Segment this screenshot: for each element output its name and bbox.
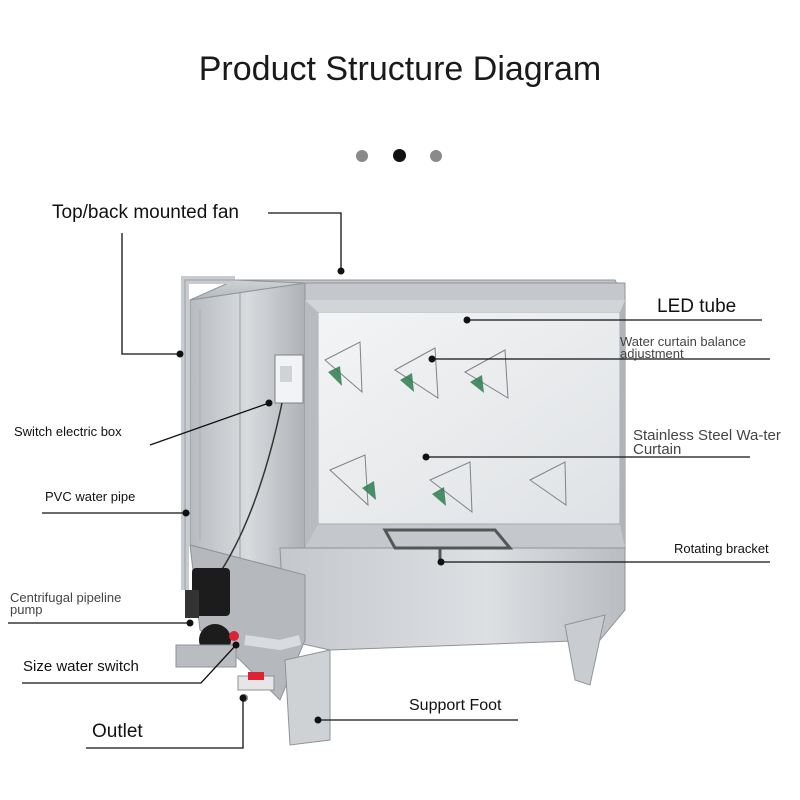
label-balance-adjustment: Water curtain balance adjustment (620, 334, 746, 361)
label-support-foot: Support Foot (409, 697, 502, 714)
label-led-tube: LED tube (657, 296, 737, 317)
carousel-dots (354, 149, 454, 164)
label-rotating-bracket: Rotating bracket (674, 541, 769, 556)
label-stainless-curtain: Stainless Steel Wa-ter Curtain (633, 427, 781, 458)
callout-lines (8, 212, 770, 749)
carousel-dot-1[interactable] (356, 150, 368, 162)
carousel-dot-2-active[interactable] (393, 149, 406, 162)
support-leg-right (564, 614, 606, 686)
centrifugal-pump (175, 568, 239, 668)
label-pvc-pipe: PVC water pipe (45, 489, 136, 504)
label-size-water-switch: Size water switch (23, 658, 139, 675)
label-pump: Centrifugal pipeline pump (10, 590, 122, 617)
label-fan: Top/back mounted fan (52, 202, 239, 223)
label-outlet: Outlet (92, 721, 143, 742)
rotating-bracket (382, 528, 514, 560)
page-title: Product Structure Diagram (198, 50, 602, 88)
left-side-panel (189, 282, 306, 576)
carousel-dot-3[interactable] (430, 150, 442, 162)
label-switch-box: Switch electric box (14, 424, 122, 439)
callout-dots (176, 267, 471, 724)
support-leg-left (284, 649, 331, 746)
curtain-logos (324, 341, 567, 514)
back-wall (317, 311, 621, 525)
